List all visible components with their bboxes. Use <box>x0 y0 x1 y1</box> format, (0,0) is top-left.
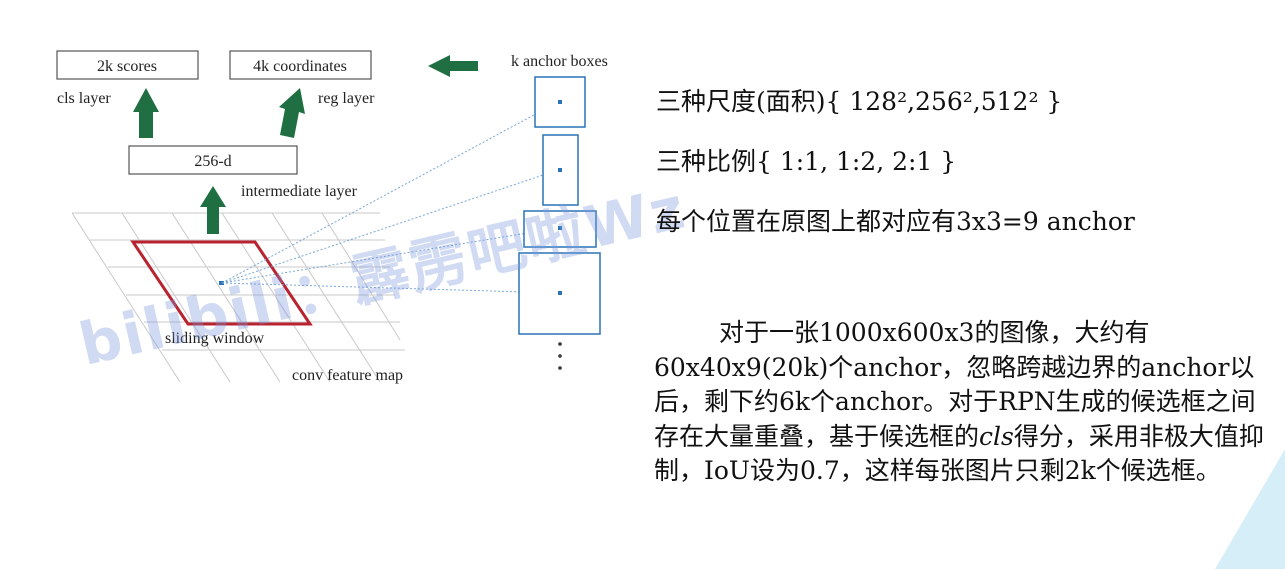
scales-line: 三种尺度(面积){ 128²,256²,512² } <box>656 87 1063 116</box>
reg-box-label: 4k coordinates <box>253 58 347 75</box>
intermediate-box <box>128 145 298 175</box>
ratios-line: 三种比例{ 1:1, 1:2, 2:1 } <box>656 147 957 176</box>
arrow-to-reg <box>279 88 305 138</box>
rpn-diagram: 2k scores 4k coordinates cls layer reg l… <box>56 50 608 384</box>
anchor-centers <box>558 100 562 295</box>
arrows <box>133 55 478 234</box>
arrow-to-cls <box>133 88 159 138</box>
sliding-window-frame <box>130 240 313 326</box>
sliding-window-label: sliding window <box>165 330 265 347</box>
corner-decoration <box>1215 449 1285 569</box>
cls-layer-label: cls layer <box>57 90 111 107</box>
anchor-boxes-label: k anchor boxes <box>511 53 608 70</box>
anchor-ellipsis <box>558 342 562 370</box>
cls-box-label: 2k scores <box>97 58 157 75</box>
description-cls-term: cls <box>979 421 1014 451</box>
reg-layer-label: reg layer <box>318 90 375 107</box>
intermediate-box-label: 256-d <box>194 153 231 170</box>
description-paragraph: 对于一张1000x600x3的图像，大约有60x40x9(20k)个anchor… <box>654 316 1264 489</box>
conv-feature-map-label: conv feature map <box>292 367 403 384</box>
intermediate-layer-label: intermediate layer <box>241 183 358 200</box>
window-center-marker <box>219 281 224 285</box>
arrow-to-intermediate <box>200 186 226 234</box>
conv-feature-map-grid <box>71 212 405 383</box>
reg-box <box>229 50 372 80</box>
description-part-1: 对于一张1000x600x3的图像，大约有60x40x9(20k)个anchor… <box>654 318 1256 451</box>
cls-box <box>56 50 199 80</box>
anchor-count-line: 每个位置在原图上都对应有3x3=9 anchor <box>656 207 1135 236</box>
description-part-2: 得分，采用非极大值抑制，IoU设为0.7，这样每张图片只剩2k个候选框。 <box>654 421 1264 486</box>
arrow-left <box>428 55 478 77</box>
projection-lines <box>221 101 559 294</box>
